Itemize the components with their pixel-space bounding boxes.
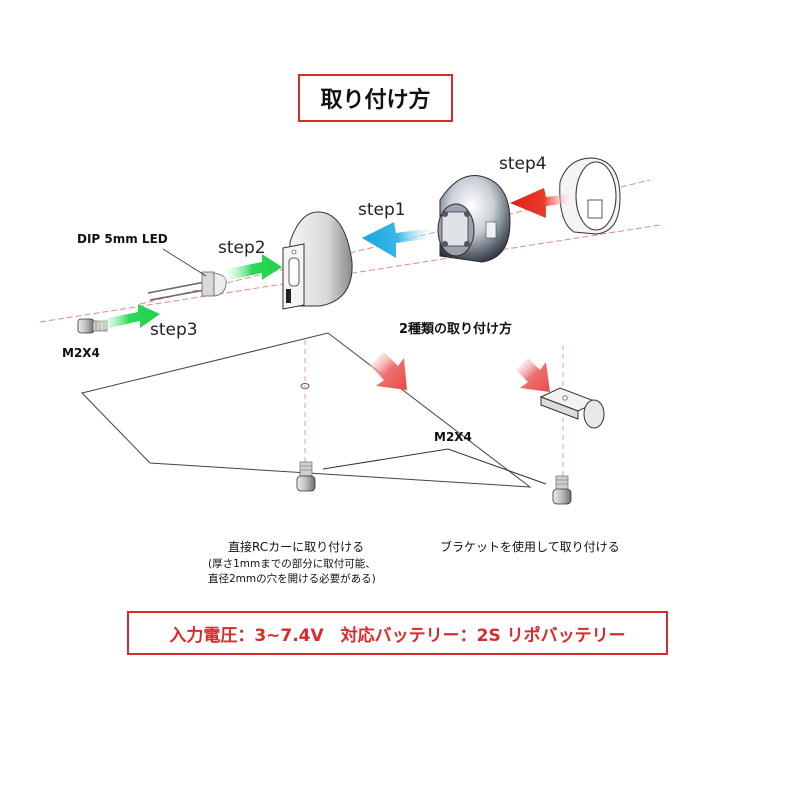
page-title-text: 取り付け方 [320,88,431,113]
direct-mount-caption: 直接RCカーに取り付ける [228,540,365,554]
spec-box: 入力電圧：3~7.4V 対応バッテリー：2S リポバッテリー [127,611,668,655]
step3-label: step3 [150,320,198,340]
mounting-bracket [539,387,605,429]
two-types-heading: 2種類の取り付け方 [399,322,513,337]
spec-text: 入力電圧：3~7.4V 対応バッテリー：2S リポバッテリー [169,625,626,646]
m2x4-bottom-label: M2X4 [434,430,472,444]
dip-led-label: DIP 5mm LED [77,232,168,246]
reflector-cup [437,175,511,263]
step1-label: step1 [358,200,406,220]
page-title: 取り付け方 [298,74,453,122]
m2x4-leader [322,448,547,485]
bracket-mount-caption: ブラケットを使用して取り付ける [440,540,620,554]
step4-arrow [510,188,572,218]
step1-arrow [362,222,434,258]
assembly-axis-lower [39,224,661,323]
screw-bottom-right [552,475,572,505]
step2-label: step2 [218,238,266,258]
led-component [147,271,227,301]
direct-mount-note-2: 直径2mmの穴を開ける必要がある) [208,573,376,585]
bezel-ring [559,157,621,235]
mounting-plate [81,332,532,488]
housing-shell [282,211,353,310]
step2-arrow [222,254,282,281]
step3-arrow [98,304,160,330]
direct-mount-note-1: (厚さ1mmまでの部分に取付可能、 [208,558,376,570]
plate-red-arrow [370,352,407,390]
led-leader [162,248,207,277]
step4-label: step4 [499,154,547,174]
m2x4-left-label: M2X4 [62,346,100,360]
bracket-red-arrow [516,358,550,392]
screw-bottom-left [296,461,316,492]
